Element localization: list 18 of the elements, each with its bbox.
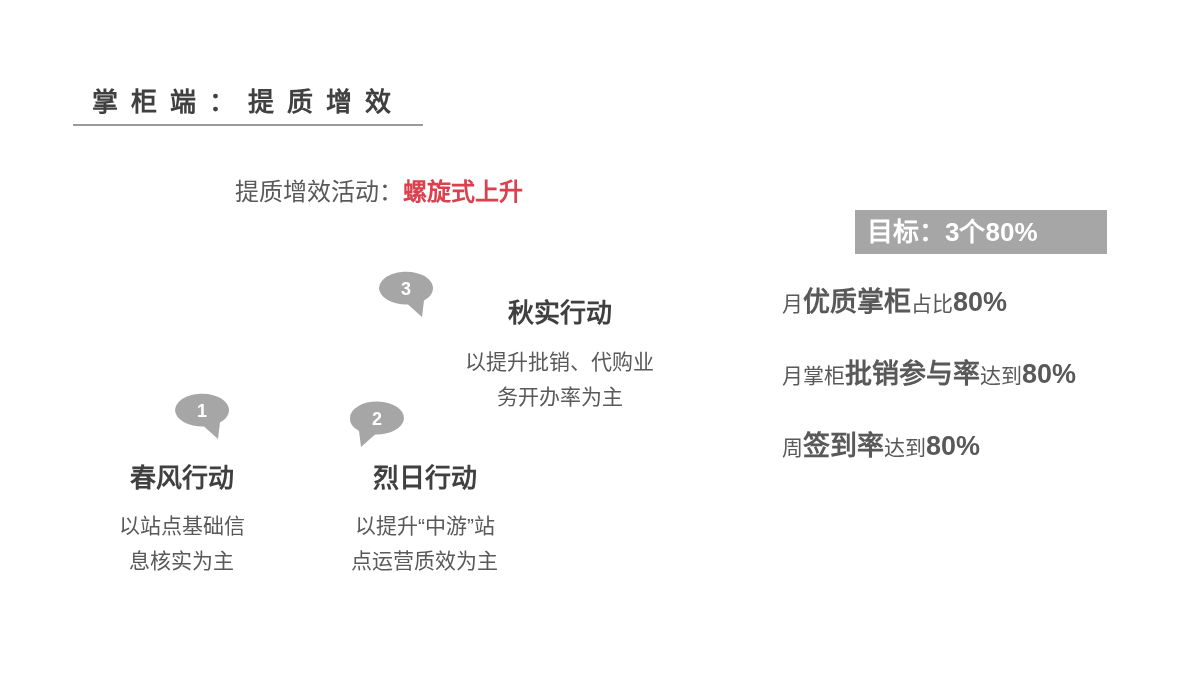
activity-heading: 烈日行动 <box>372 462 478 495</box>
step-number: 3 <box>401 278 411 299</box>
speech-bubble <box>349 401 405 447</box>
goal-text: 月优质掌柜占比80% <box>782 286 1008 319</box>
speech-bubble <box>174 393 230 439</box>
activity-heading: 秋实行动 <box>507 297 613 330</box>
activity-description: 以站点基础信息核实为主 <box>118 513 246 574</box>
activity-heading: 春风行动 <box>129 462 235 495</box>
goal-text: 月掌柜批销参与率达到80% <box>782 358 1077 391</box>
step-number: 1 <box>197 400 207 421</box>
speech-bubble <box>378 271 434 317</box>
step-number: 2 <box>372 408 382 429</box>
activity-description: 以提升“中游”站点运营质效为主 <box>350 513 500 574</box>
goal-banner: 目标：3个80% <box>855 210 1107 254</box>
subtitle-text: 提质增效活动：螺旋式上升 <box>235 177 523 207</box>
activity-description: 以提升批销、代购业务开办率为主 <box>464 349 656 410</box>
slide-title: 掌柜端：提质增效 <box>92 86 404 119</box>
goal-text: 周签到率达到80% <box>782 430 981 463</box>
